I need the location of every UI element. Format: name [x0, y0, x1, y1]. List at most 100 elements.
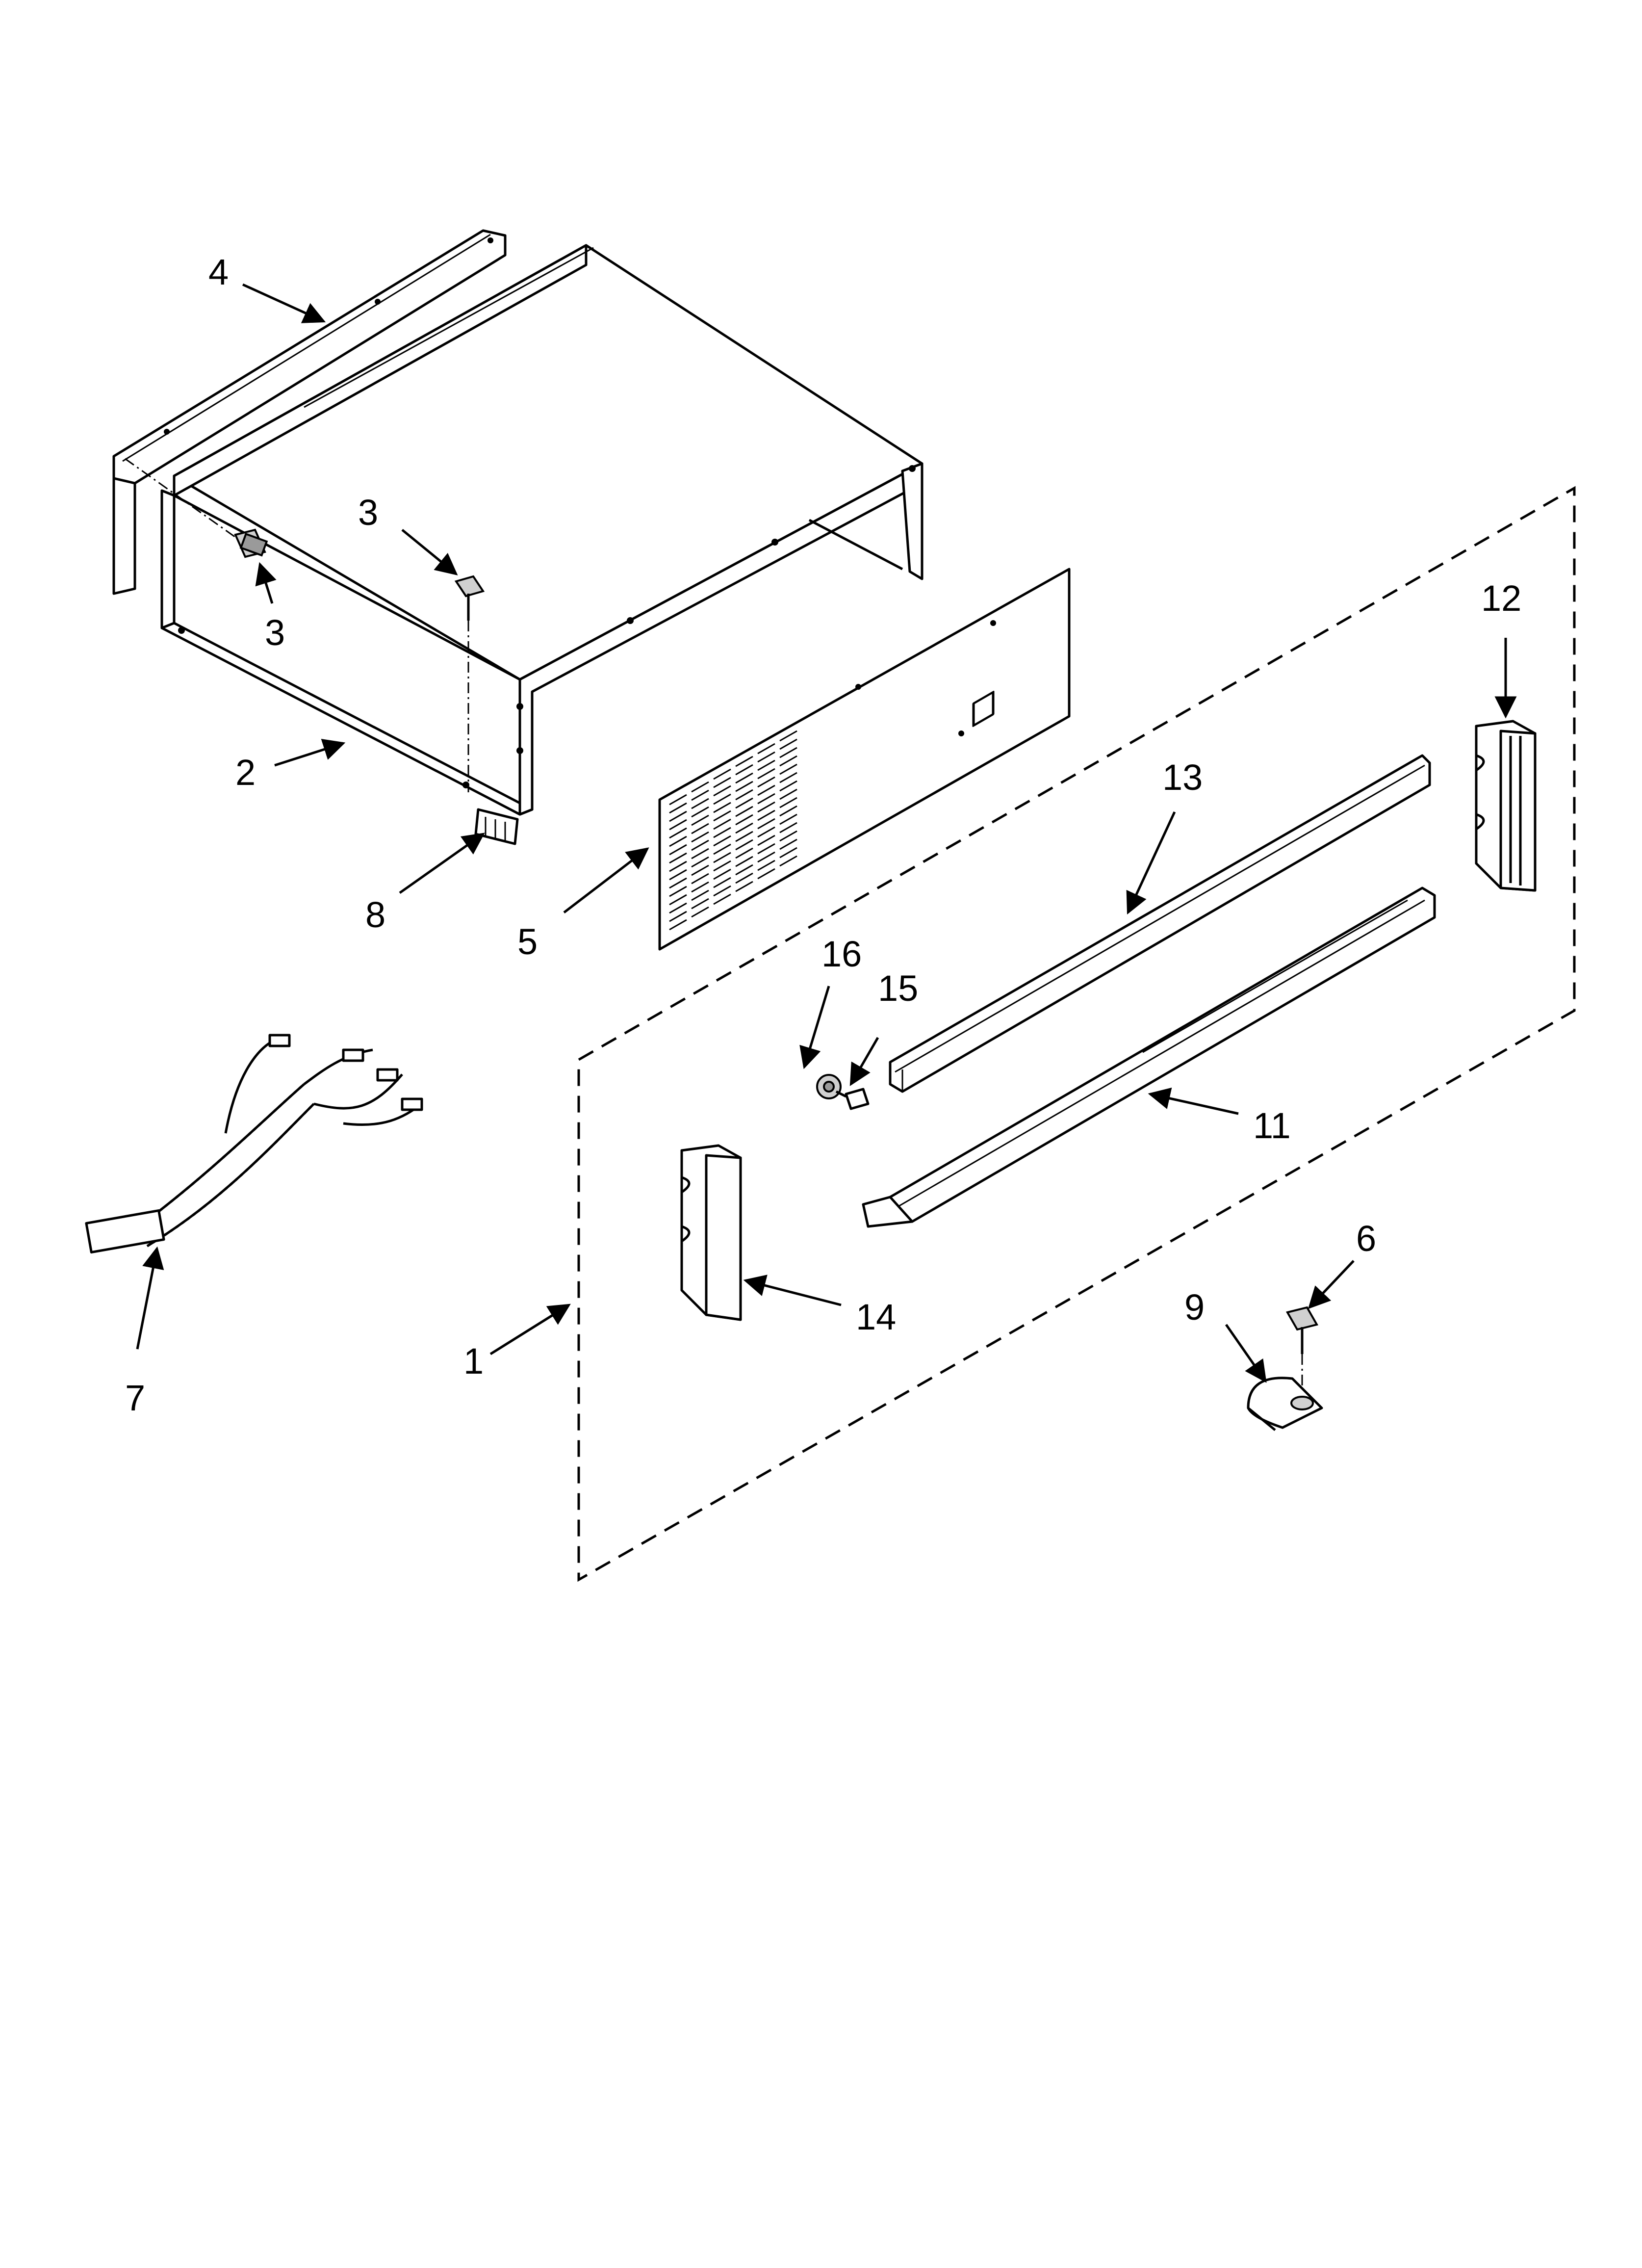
grille-louver: [713, 768, 731, 780]
grille-louver: [713, 885, 731, 897]
grille-louver: [757, 851, 775, 863]
grille-louver: [779, 780, 797, 792]
part-11-lower-rail: [862, 886, 1436, 1228]
grille-louver: [779, 813, 797, 825]
grille-louver: [735, 756, 753, 767]
part-3-screw-side: [125, 458, 268, 558]
grille-louver: [691, 823, 709, 834]
grille-louver: [669, 902, 687, 914]
grille-louver: [713, 777, 731, 788]
grille-louver: [735, 856, 753, 867]
grille-louver: [779, 772, 797, 783]
grille-louver: [669, 860, 687, 872]
callout-4: 4: [208, 252, 229, 292]
grille-louver: [757, 776, 775, 788]
grille-louver: [757, 793, 775, 805]
grille-louver: [669, 810, 687, 822]
part-4-rear-rail: [112, 229, 507, 595]
grille-louver: [757, 860, 775, 871]
grille-louver: [713, 810, 731, 822]
grille-louver: [779, 847, 797, 859]
grille-louver: [691, 873, 709, 885]
grille-louver: [757, 743, 775, 755]
leader-lines: [136, 283, 1517, 1383]
grille-louver: [735, 781, 753, 792]
callout-7: 7: [125, 1378, 145, 1418]
callout-15: 15: [878, 968, 918, 1009]
grille-louver: [713, 877, 731, 888]
callout-11: 11: [1253, 1105, 1291, 1146]
grille-louver: [691, 864, 709, 876]
grille-louver: [735, 772, 753, 784]
grille-louver: [691, 781, 709, 793]
grille-louver: [713, 793, 731, 805]
grille-louver: [669, 869, 687, 881]
grille-louver: [735, 806, 753, 817]
callout-6: 6: [1356, 1218, 1376, 1259]
grille-louver: [669, 919, 687, 931]
grille-louver: [691, 856, 709, 868]
grille-louver: [691, 881, 709, 893]
part-3-screw-top: [454, 575, 485, 792]
grille-louver: [779, 822, 797, 834]
part-5-grille-panel: [658, 568, 1071, 951]
grille-louver: [713, 818, 731, 830]
callout-14: 14: [856, 1297, 896, 1337]
grille-louver: [779, 763, 797, 775]
grille-louver: [691, 839, 709, 851]
grille-louver: [779, 838, 797, 850]
grille-louver: [735, 872, 753, 884]
grille-louver: [779, 797, 797, 808]
grille-louver: [669, 844, 687, 856]
grille-louver: [713, 843, 731, 855]
callout-8: 8: [365, 894, 385, 935]
grille-louver: [713, 802, 731, 813]
grille-louver: [713, 893, 731, 905]
grille-louver: [669, 827, 687, 839]
grille-louver: [757, 801, 775, 813]
grille-louver: [735, 764, 753, 776]
grille-louver: [691, 806, 709, 818]
grille-louver: [779, 805, 797, 817]
callout-3-top: 3: [358, 492, 378, 533]
grille-louver: [713, 785, 731, 797]
part-8-clip: [474, 808, 519, 845]
callout-1: 1: [463, 1341, 484, 1382]
part-13-upper-rail: [889, 754, 1431, 1093]
callout-2: 2: [235, 752, 256, 793]
grille-louver: [757, 826, 775, 838]
grille-louver: [757, 834, 775, 846]
grille-louver: [669, 794, 687, 806]
part-14-left-bracket: [680, 1144, 742, 1321]
grille-louver: [735, 789, 753, 801]
grille-louver: [757, 868, 775, 880]
grille-louver: [713, 860, 731, 872]
grille-louver: [735, 839, 753, 851]
grille-louver: [713, 835, 731, 847]
callout-16: 16: [821, 934, 862, 974]
grille-louver: [669, 877, 687, 889]
part-9-clamp: [1247, 1377, 1323, 1431]
callout-labels: 4 3 3 2 8 5 12 13 16 15 11 14 1 6 9 7: [125, 252, 1521, 1418]
grille-louver: [779, 855, 797, 867]
grille-louver: [691, 814, 709, 826]
grille-louver: [713, 868, 731, 880]
part-2-housing: [160, 244, 924, 816]
grille-louver: [779, 830, 797, 842]
callout-5: 5: [517, 921, 538, 962]
grille-louver: [735, 881, 753, 892]
callout-13: 13: [1162, 757, 1203, 798]
part-12-right-bracket: [1475, 720, 1537, 892]
grille-louver: [757, 843, 775, 855]
grille-louver: [669, 819, 687, 831]
grille-louver: [691, 798, 709, 809]
callout-3-side: 3: [265, 612, 285, 653]
grille-louver: [713, 852, 731, 863]
grille-louver: [735, 831, 753, 842]
grille-louver: [757, 818, 775, 830]
grille-louver: [691, 889, 709, 901]
callout-12: 12: [1481, 578, 1521, 619]
grille-louver: [735, 814, 753, 826]
grille-louver: [691, 848, 709, 860]
grille-louver: [735, 847, 753, 859]
